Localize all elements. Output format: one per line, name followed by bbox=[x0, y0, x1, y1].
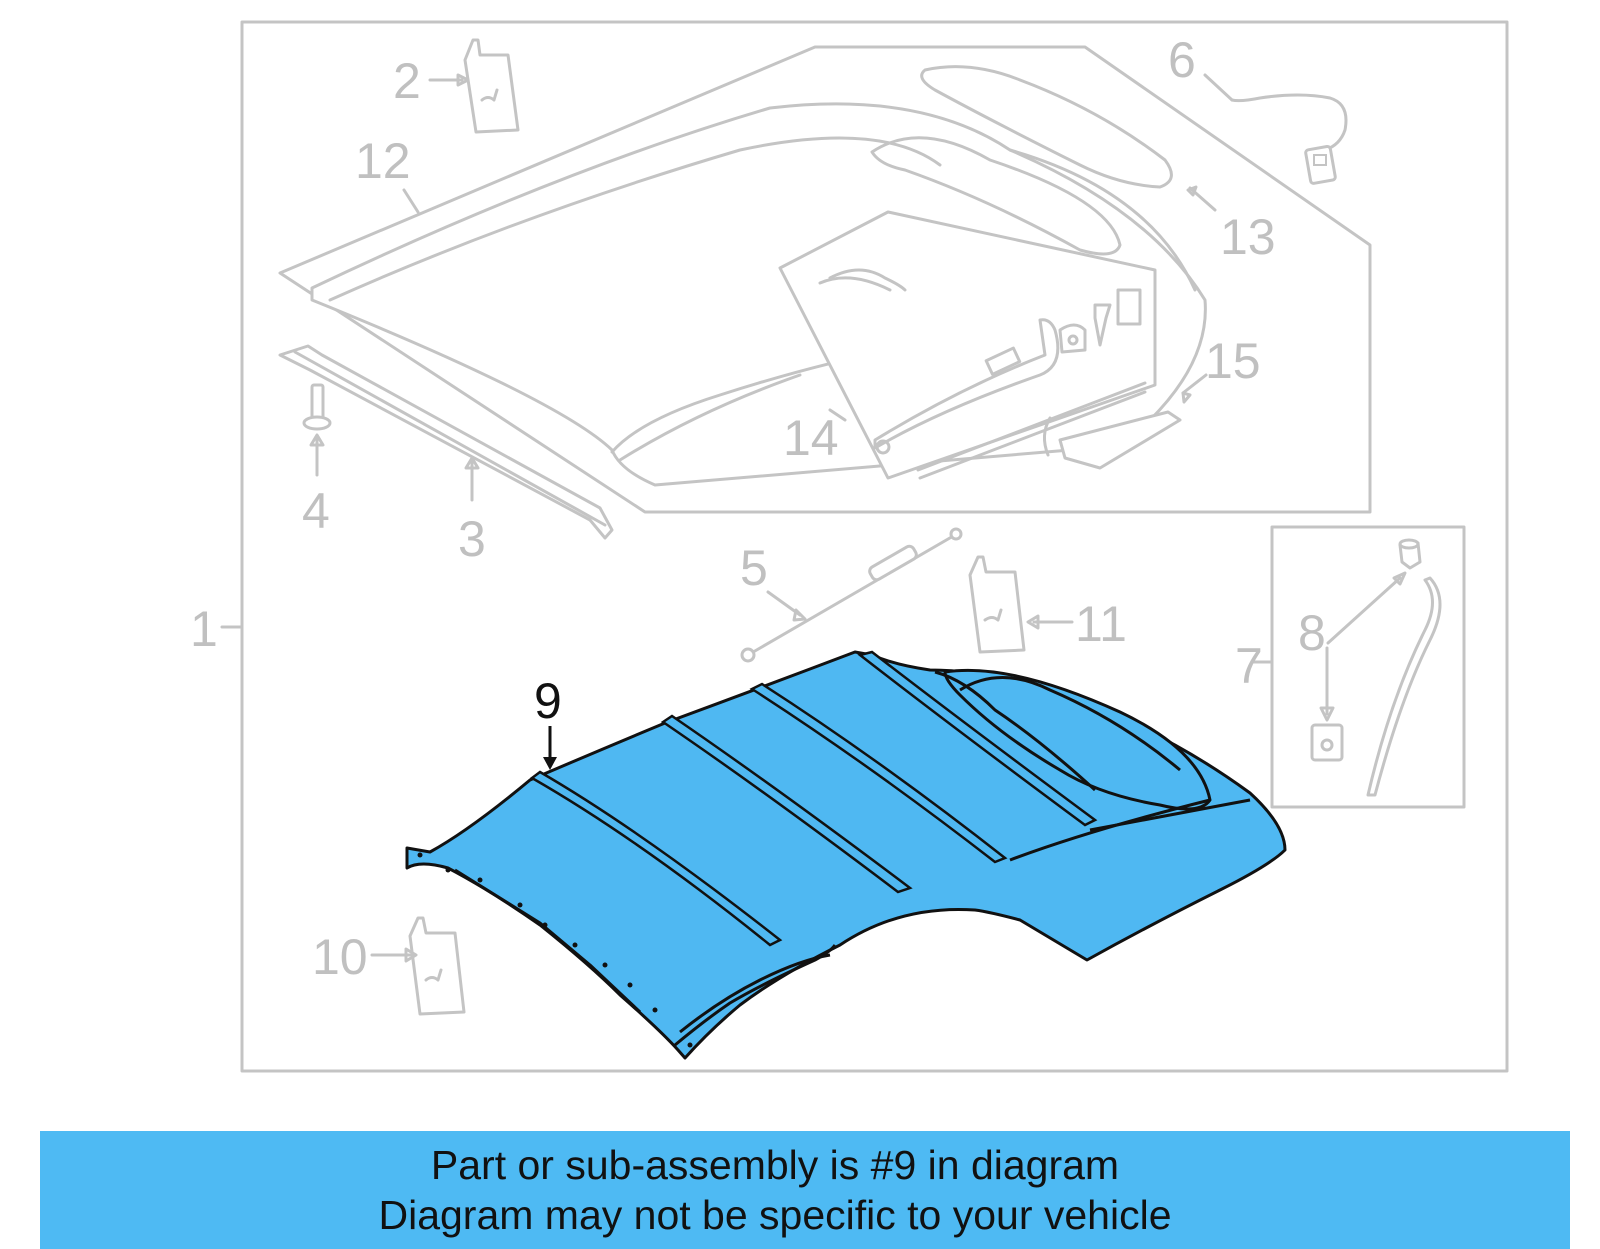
banner-line-2: Diagram may not be specific to your vehi… bbox=[378, 1192, 1172, 1238]
leader-6 bbox=[1203, 73, 1234, 102]
arrow-9 bbox=[543, 757, 557, 770]
info-banner: Part or sub-assembly is #9 in diagram Di… bbox=[40, 1131, 1570, 1249]
callout-8: 8 bbox=[1298, 605, 1326, 661]
callout-10: 10 bbox=[312, 929, 368, 985]
adhesive-packet-10 bbox=[408, 916, 466, 1016]
seal-clip bbox=[828, 268, 907, 292]
callout-15: 15 bbox=[1205, 333, 1261, 389]
arrow-13 bbox=[1186, 185, 1198, 197]
adhesive-packet-11 bbox=[968, 555, 1026, 654]
callout-13: 13 bbox=[1220, 209, 1276, 265]
callout-7: 7 bbox=[1235, 638, 1263, 694]
parts-diagram: 1 12 13 6 14 15 bbox=[190, 20, 1509, 1073]
clip-bracket bbox=[1310, 723, 1344, 762]
leader-14 bbox=[828, 408, 847, 422]
assembly-frame bbox=[240, 20, 1509, 1073]
hardtop-subbox bbox=[278, 45, 1372, 514]
rear-window-glass bbox=[920, 65, 1173, 189]
callout-6: 6 bbox=[1168, 32, 1196, 88]
bolt bbox=[302, 383, 332, 431]
cable bbox=[873, 318, 1060, 450]
banner-line-1: Part or sub-assembly is #9 in diagram bbox=[430, 1142, 1120, 1188]
callout-3: 3 bbox=[458, 511, 486, 567]
leader-12 bbox=[402, 188, 420, 214]
callout-14: 14 bbox=[783, 410, 839, 466]
adhesive-packet-2 bbox=[463, 38, 520, 134]
callout-1: 1 bbox=[190, 601, 218, 657]
lift-strut bbox=[740, 527, 963, 663]
clip-cap bbox=[1398, 538, 1422, 570]
leader-8a bbox=[1326, 576, 1402, 645]
callout-4: 4 bbox=[302, 483, 330, 539]
side-subbox bbox=[1270, 525, 1466, 809]
callout-2: 2 bbox=[393, 53, 421, 109]
callout-12: 12 bbox=[355, 133, 411, 189]
callout-5: 5 bbox=[740, 540, 768, 596]
trim-strip bbox=[1058, 410, 1182, 470]
leader-15 bbox=[1181, 373, 1208, 395]
soft-top-part-9 bbox=[405, 650, 1287, 1060]
callout-9: 9 bbox=[534, 673, 562, 729]
side-rod bbox=[1366, 576, 1442, 797]
weatherstrip-retainer bbox=[278, 344, 614, 540]
callout-11: 11 bbox=[1075, 596, 1127, 652]
hardware-subbox bbox=[778, 210, 1157, 480]
wire-harness bbox=[1230, 93, 1348, 185]
